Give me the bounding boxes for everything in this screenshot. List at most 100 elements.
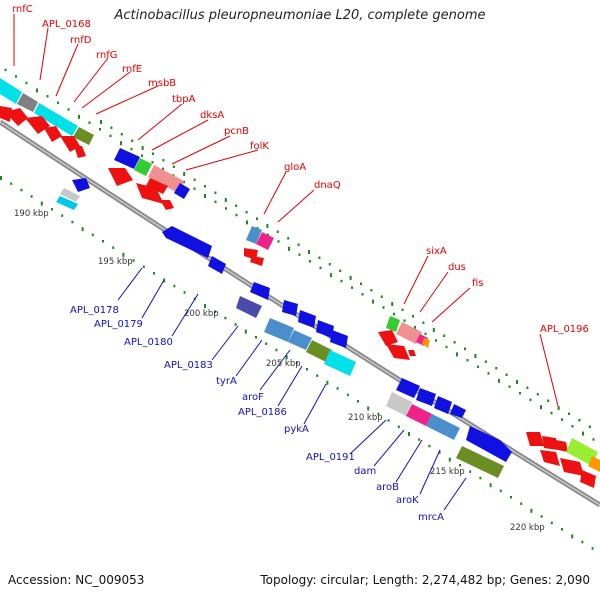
- gc-tick: [40, 201, 43, 206]
- gc-tick: [443, 334, 446, 337]
- gc-tick: [349, 276, 352, 280]
- gc-tick: [78, 114, 80, 119]
- gene-aroF[interactable]: [264, 318, 294, 342]
- gene-dus[interactable]: [396, 322, 422, 344]
- label-dam: dam: [354, 466, 376, 477]
- label-dus: dus: [448, 262, 466, 273]
- gc-tick: [30, 195, 33, 198]
- gc-tick: [336, 387, 339, 390]
- gene-dam[interactable]: [386, 392, 412, 416]
- gc-tick: [330, 273, 332, 278]
- scale-220kbp: 220 kbp: [510, 523, 545, 533]
- gene-rnfC[interactable]: [0, 78, 22, 104]
- gc-tick: [244, 329, 247, 334]
- gene-rnfE[interactable]: [0, 106, 12, 122]
- gc-tick: [591, 547, 594, 550]
- label-fis: fis: [472, 278, 484, 289]
- gc-tick: [424, 332, 427, 336]
- gene-arrow: [72, 178, 90, 192]
- gc-tick: [495, 367, 498, 370]
- label-APL_0191: APL_0191: [306, 452, 355, 463]
- gc-tick: [361, 293, 364, 296]
- label-dksA: dksA: [200, 110, 224, 121]
- gene-APL_0191[interactable]: [396, 378, 420, 398]
- gc-tick: [469, 470, 472, 473]
- gene-rnfD[interactable]: [34, 103, 78, 136]
- scale-190kbp: 190 kbp: [14, 209, 49, 219]
- gene-APL_0168[interactable]: [17, 93, 38, 112]
- gene-arrow: [466, 426, 512, 462]
- gene-APL_0179[interactable]: [208, 256, 226, 274]
- gene-gloA[interactable]: [246, 226, 262, 244]
- gc-tick: [91, 233, 94, 237]
- gene-rnfG[interactable]: [73, 127, 94, 145]
- gc-tick: [57, 101, 59, 105]
- gene-arrow: [560, 458, 584, 476]
- label-APL_0179: APL_0179: [94, 319, 143, 330]
- gc-tick: [151, 161, 154, 164]
- gene-arrow: [160, 200, 174, 210]
- gene-dksA[interactable]: [148, 165, 184, 193]
- label-tbpA: tbpA: [172, 94, 196, 105]
- gc-tick: [360, 282, 362, 285]
- gc-tick: [297, 243, 300, 246]
- gene-aroK[interactable]: [426, 414, 452, 436]
- gc-tick: [153, 272, 155, 275]
- gene-arrow: [526, 432, 544, 446]
- gene-arrow: [136, 183, 164, 204]
- gc-tick: [316, 374, 319, 377]
- gene-APL_0186[interactable]: [288, 330, 312, 350]
- gc-tick: [561, 528, 563, 531]
- gene-arrow: [250, 256, 264, 266]
- gene-APL_0196[interactable]: [566, 438, 598, 466]
- label-aroK: aroK: [396, 495, 419, 506]
- gc-tick: [204, 304, 206, 308]
- gene-APL_0183[interactable]: [236, 296, 262, 318]
- gc-tick: [131, 139, 134, 142]
- gene-tyrA[interactable]: [282, 300, 298, 316]
- gc-tick: [4, 68, 7, 72]
- gc-tick: [346, 393, 349, 397]
- gc-tick: [142, 265, 145, 269]
- label-pykA: pykA: [284, 424, 309, 435]
- gc-tick: [15, 75, 17, 78]
- gc-tick: [418, 438, 421, 441]
- gene-sixA[interactable]: [386, 316, 400, 332]
- gc-tick: [408, 432, 410, 436]
- gene-APL_0178[interactable]: [162, 226, 212, 258]
- gc-tick: [487, 372, 490, 375]
- gene-arrow: [434, 396, 452, 414]
- label-APL_0180: APL_0180: [124, 337, 173, 348]
- gene-pcnB[interactable]: [174, 183, 190, 199]
- gc-tick: [193, 187, 196, 190]
- label-rnfE: rnfE: [122, 64, 142, 75]
- gene-tbpA[interactable]: [134, 158, 152, 176]
- gc-tick: [540, 405, 542, 410]
- label-mrcA: mrcA: [418, 512, 444, 523]
- gene-APL_0180[interactable]: [250, 282, 270, 300]
- gc-tick: [285, 355, 288, 360]
- gene-mrcA[interactable]: [456, 446, 504, 478]
- gc-tick: [214, 310, 217, 313]
- gc-tick: [382, 306, 385, 309]
- label-aroF: aroF: [242, 392, 264, 403]
- gc-tick: [340, 279, 343, 283]
- gene-aroB[interactable]: [406, 404, 432, 426]
- gc-tick: [510, 496, 512, 499]
- gc-tick: [499, 489, 502, 493]
- gc-tick: [100, 120, 102, 124]
- gc-tick: [0, 176, 2, 180]
- gene-msbB[interactable]: [114, 148, 140, 169]
- gene-pykA[interactable]: [306, 340, 332, 362]
- gc-tick: [214, 200, 217, 204]
- gc-tick: [445, 345, 448, 349]
- gene-dnaQ[interactable]: [256, 232, 274, 250]
- gc-tick: [308, 250, 310, 254]
- gc-tick: [51, 208, 53, 211]
- gc-tick: [309, 260, 311, 263]
- gc-tick: [477, 365, 479, 369]
- gc-tick: [288, 246, 290, 251]
- gc-tick: [162, 159, 165, 162]
- gc-tick: [540, 515, 543, 518]
- label-pcnB: pcnB: [224, 126, 249, 137]
